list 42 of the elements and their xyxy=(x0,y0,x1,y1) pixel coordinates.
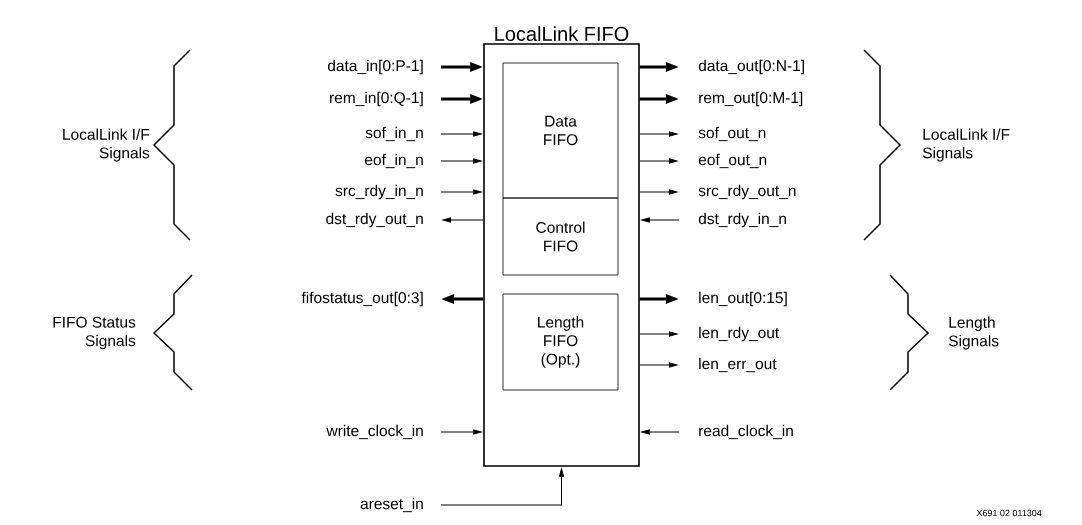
signal-name: src_rdy_in_n xyxy=(335,184,423,200)
signal-arrow xyxy=(639,189,678,195)
signal-name: src_rdy_out_n xyxy=(698,184,796,200)
signal-arrow xyxy=(639,131,678,137)
signal-arrow xyxy=(639,158,678,164)
figure-id: X691 02 011304 xyxy=(976,509,1042,517)
signal-arrow xyxy=(641,217,680,223)
signal-arrow xyxy=(639,331,678,337)
block-title: LocalLink FIFO xyxy=(495,26,629,41)
signal-arrow xyxy=(442,217,484,223)
signal-name: areset_in xyxy=(360,497,423,513)
group-label: LocalLink I/F Signals xyxy=(63,128,150,162)
signal-name: eof_in_n xyxy=(365,153,423,169)
signal-name: data_in[0:P-1] xyxy=(327,59,423,75)
fifo-box: Data FIFO xyxy=(502,62,619,199)
signal-name: rem_out[0:M-1] xyxy=(699,91,803,107)
signal-name: read_clock_in xyxy=(699,424,793,440)
group-label: Length Signals xyxy=(948,316,999,350)
signal-name: sof_in_n xyxy=(365,126,423,142)
signal-name: rem_in[0:Q-1] xyxy=(330,91,423,107)
signal-name: sof_out_n xyxy=(698,126,766,142)
signal-arrow xyxy=(440,158,482,164)
group-label: FIFO Status Signals xyxy=(53,316,136,350)
signal-name: len_err_out xyxy=(699,357,777,373)
fifo-block xyxy=(483,43,640,467)
signal-name: dst_rdy_out_n xyxy=(326,212,423,228)
signal-arrow xyxy=(440,429,482,435)
fifo-box: Control FIFO xyxy=(502,197,619,276)
signal-arrow xyxy=(641,429,680,435)
signal-name: len_rdy_out xyxy=(699,326,780,342)
signal-name: dst_rdy_in_n xyxy=(698,212,786,228)
group-label: LocalLink I/F Signals xyxy=(922,128,1010,162)
signal-arrow xyxy=(440,189,482,195)
signal-arrow xyxy=(440,468,564,506)
signal-name: data_out[0:N-1] xyxy=(698,59,804,75)
fifo-box: Length FIFO (Opt.) xyxy=(502,293,619,391)
signal-arrow xyxy=(639,362,678,368)
signal-name: eof_out_n xyxy=(698,153,767,169)
signal-arrow xyxy=(440,131,482,137)
signal-name: len_out[0:15] xyxy=(699,291,787,307)
signal-name: write_clock_in xyxy=(326,424,423,440)
signal-name: fifostatus_out[0:3] xyxy=(301,291,423,307)
